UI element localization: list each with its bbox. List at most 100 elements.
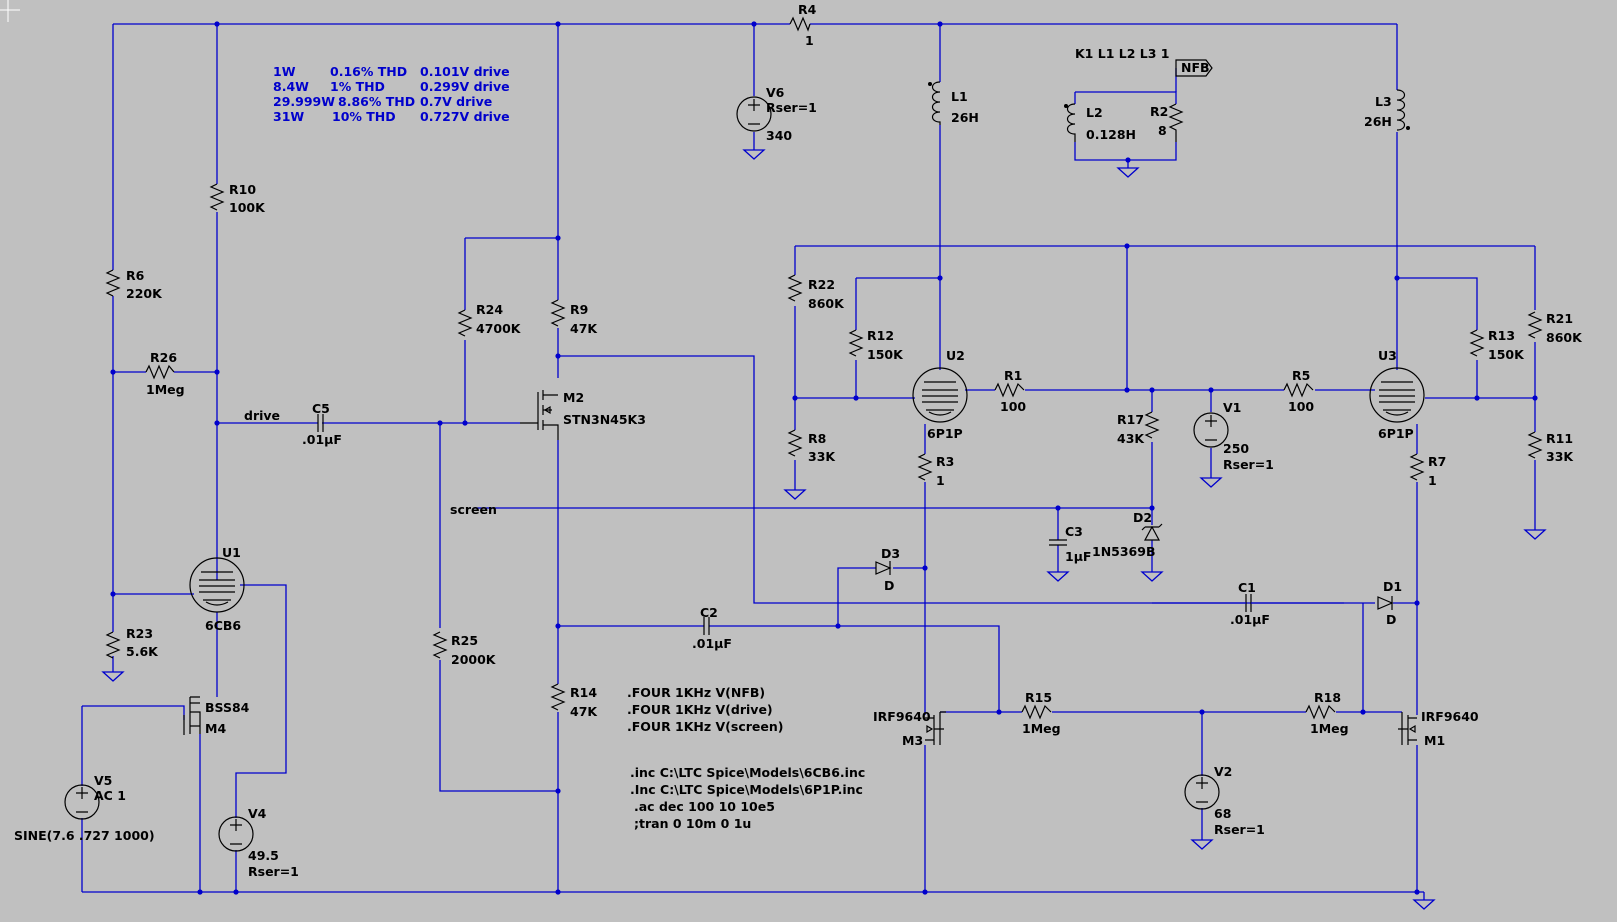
result-power: 31W [273,109,304,124]
resistor-r14 [550,683,566,711]
value-v2: 68 [1214,806,1231,821]
inductor-l2 [1066,103,1076,142]
rser-v1: Rser=1 [1223,457,1274,472]
value-r9: 47K [570,321,598,336]
value-r18: 1Meg [1310,721,1349,736]
label-r7: R7 [1428,454,1446,469]
resistor-r8 [787,429,803,457]
label-d1: D1 [1383,579,1402,594]
result-drive: 0.101V drive [420,64,510,79]
value-c1: .01µF [1230,612,1270,627]
diodes [875,523,1394,610]
type-m2: STN3N45K3 [563,412,646,427]
resistor-r12 [848,329,864,357]
directive-ac: .ac dec 100 10 10e5 [634,799,775,814]
mosfet-m2 [520,390,559,440]
value-c2: .01µF [692,636,732,651]
result-drive: 0.7V drive [420,94,492,109]
resistor-r11 [1527,431,1543,459]
label-c1: C1 [1238,580,1256,595]
label-r9: R9 [570,302,588,317]
value-c3: 1µF [1065,549,1091,564]
label-r23: R23 [126,626,153,641]
value-r13: 150K [1488,347,1525,362]
label-r6: R6 [126,268,145,283]
label-r24: R24 [476,302,503,317]
label-r14: R14 [570,685,597,700]
label-r18: R18 [1314,690,1341,705]
mosfet-m3 [925,711,946,745]
net-label-nfb: NFB [1181,60,1210,75]
label-r13: R13 [1488,328,1515,343]
sine-v5: SINE(7.6 .727 1000) [14,828,155,843]
result-power: 8.4W [273,79,309,94]
inductor-l3 [1396,89,1406,131]
value-l3: 26H [1364,114,1392,129]
ac-v5: AC 1 [94,788,126,803]
value-l2: 0.128H [1086,127,1136,142]
label-v2: V2 [1214,764,1232,779]
rser-v6: Rser=1 [766,100,817,115]
directive-four-screen: .FOUR 1KHz V(screen) [627,719,783,734]
label-c2: C2 [700,605,718,620]
label-c3: C3 [1065,524,1083,539]
label-m4: M4 [205,721,226,736]
source-v2 [1184,774,1220,810]
resistor-r2 [1168,103,1184,142]
net-label-drive: drive [244,408,280,423]
resistor-r7 [1409,453,1425,481]
label-d2: D2 [1133,510,1152,525]
resistor-r10 [209,183,225,211]
label-r1: R1 [1004,368,1022,383]
mosfet-m4 [183,696,201,735]
mosfets [183,390,1417,745]
value-l1: 26H [951,110,979,125]
directive-tran: ;tran 0 10m 0 1u [634,816,751,831]
result-thd: 1% THD [330,79,385,94]
label-v4: V4 [248,806,267,821]
type-d3: D [884,578,894,593]
label-r12: R12 [867,328,894,343]
resistor-r5 [1283,382,1314,398]
label-r17: R17 [1117,412,1144,427]
resistor-r18 [1305,704,1336,720]
value-r5: 100 [1288,399,1314,414]
component-labels: R4 1 R10 100K R6 220K R26 1Meg R23 5.6K … [14,2,1583,879]
value-r23: 5.6K [126,644,159,659]
value-r12: 150K [867,347,904,362]
resistor-r21 [1527,311,1543,339]
result-drive: 0.727V drive [420,109,510,124]
result-power: 1W [273,64,296,79]
resistor-r9 [550,299,566,327]
label-l2: L2 [1086,105,1103,120]
coupling-directive: K1 L1 L2 L3 1 [1075,46,1169,61]
value-r8: 33K [808,449,836,464]
label-r3: R3 [936,454,954,469]
label-r22: R22 [808,277,835,292]
rser-v2: Rser=1 [1214,822,1265,837]
capacitor-c3 [1049,539,1067,546]
tube-u3 [1369,367,1425,423]
label-m3: M3 [902,733,923,748]
label-v5: V5 [94,773,112,788]
inductor-l1 [931,81,941,125]
label-m1: M1 [1424,733,1445,748]
diode-d3 [875,561,892,575]
value-r22: 860K [808,296,845,311]
type-u1: 6CB6 [205,618,241,633]
result-thd: 8.86% THD [338,94,415,109]
value-v1: 250 [1223,441,1249,456]
value-r7: 1 [1428,473,1437,488]
resistor-r1 [994,382,1025,398]
label-u2: U2 [946,348,965,363]
directive-four-nfb: .FOUR 1KHz V(NFB) [627,685,765,700]
value-r1: 100 [1000,399,1026,414]
diode-d2 [1141,523,1163,541]
resistor-r23 [105,631,121,659]
result-power: 29.999W [273,94,335,109]
label-r8: R8 [808,431,826,446]
capacitors [317,414,1344,635]
label-d3: D3 [881,546,900,561]
source-v4 [218,816,254,852]
